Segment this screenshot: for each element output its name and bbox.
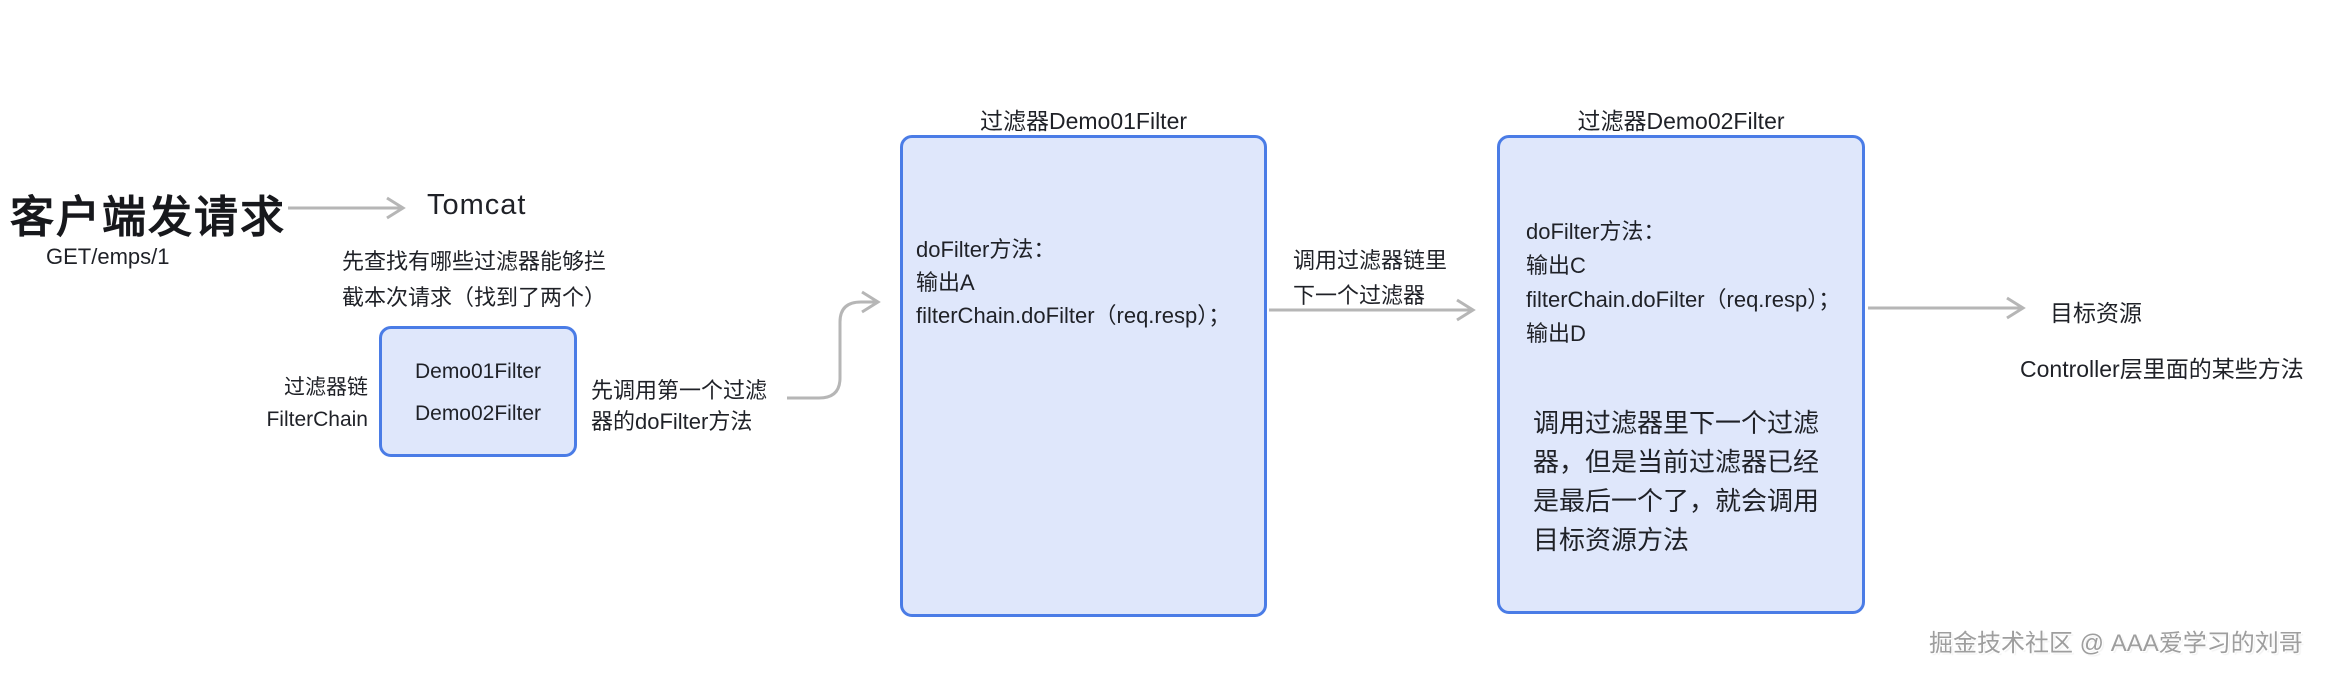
- filter2-body: doFilter方法： 输出C filterChain.doFilter（req…: [1526, 215, 1840, 351]
- filter2-title: 过滤器Demo02Filter: [1577, 108, 1785, 134]
- chain-call-label: 调用过滤器链里 下一个过滤器: [1293, 243, 1447, 313]
- filter-chain-item-demo01: Demo01Filter: [414, 359, 542, 383]
- chain-call-label-line2: 下一个过滤器: [1293, 283, 1426, 308]
- filter2-body-line3: filterChain.doFilter（req.resp）；: [1526, 287, 1841, 312]
- filter2-note-line1: 调用过滤器里下一个过滤: [1533, 408, 1820, 438]
- filter1-box: doFilter方法： 输出A filterChain.doFilter（req…: [900, 135, 1267, 617]
- filter-chain-label: 过滤器链 FilterChain: [230, 372, 368, 436]
- filter1-body-line2: 输出A: [916, 270, 975, 295]
- first-call-note-line2: 器的doFilter方法: [591, 409, 753, 434]
- filter1-title: 过滤器Demo01Filter: [979, 108, 1188, 134]
- target-resource-description: Controller层里面的某些方法: [2020, 356, 2304, 382]
- filter1-body-line1: doFilter方法：: [916, 237, 1056, 262]
- filter-chain-box: Demo01Filter Demo02Filter: [379, 326, 577, 457]
- filter-chain-item-demo02: Demo02Filter: [414, 401, 542, 425]
- filter-chain-label-line2: FilterChain: [266, 408, 368, 431]
- watermark-text: 掘金技术社区 @ AAA爱学习的刘哥: [1929, 630, 2303, 657]
- first-call-note: 先调用第一个过滤 器的doFilter方法: [591, 375, 767, 437]
- target-resource-label: 目标资源: [2050, 300, 2142, 326]
- first-call-note-line1: 先调用第一个过滤: [591, 378, 768, 403]
- tomcat-note: 先查找有哪些过滤器能够拦 截本次请求（找到了两个）: [342, 244, 606, 316]
- filter2-note-line2: 器，但是当前过滤器已经: [1533, 447, 1820, 477]
- filter2-box: doFilter方法： 输出C filterChain.doFilter（req…: [1497, 135, 1865, 614]
- arrow-first-call-to-filter1: [787, 290, 881, 400]
- filter2-note-line3: 是最后一个了，就会调用: [1533, 486, 1820, 516]
- filter2-body-line2: 输出C: [1526, 253, 1586, 278]
- filter-chain-label-line1: 过滤器链: [284, 376, 368, 399]
- filter2-body-line1: doFilter方法：: [1526, 219, 1666, 244]
- chain-call-label-line1: 调用过滤器链里: [1293, 248, 1448, 273]
- tomcat-note-line1: 先查找有哪些过滤器能够拦: [342, 249, 607, 274]
- filter2-note-line4: 目标资源方法: [1533, 525, 1690, 555]
- client-request-path: GET/emps/1: [46, 244, 170, 269]
- filter2-body-line4: 输出D: [1526, 321, 1586, 346]
- filter2-note: 调用过滤器里下一个过滤 器，但是当前过滤器已经 是最后一个了，就会调用 目标资源…: [1533, 404, 1819, 560]
- tomcat-note-line2: 截本次请求（找到了两个）: [342, 285, 607, 310]
- filter1-body-line3: filterChain.doFilter（req.resp）；: [916, 303, 1231, 328]
- filter1-body: doFilter方法： 输出A filterChain.doFilter（req…: [916, 233, 1230, 332]
- tomcat-label: Tomcat: [427, 189, 527, 221]
- client-request-title: 客户端发请求: [10, 193, 286, 242]
